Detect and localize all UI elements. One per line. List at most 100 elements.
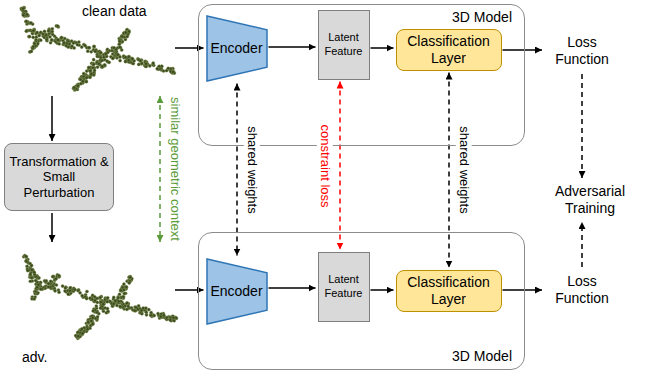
point-dot <box>125 286 128 289</box>
dashed-arrow <box>339 82 341 250</box>
point-dot <box>58 275 61 278</box>
point-dot <box>26 13 29 16</box>
node-label: Loss Function <box>547 273 617 307</box>
point-dot <box>96 315 99 318</box>
point-dot <box>105 297 108 300</box>
point-dot <box>64 286 67 289</box>
encoder-trapezoid <box>207 16 267 81</box>
latent-feature-box: Latent Feature <box>318 252 370 322</box>
point-dot <box>95 304 98 307</box>
edge-label: similar geometric context <box>167 94 183 244</box>
point-dot <box>64 44 67 47</box>
point-dot <box>119 46 122 49</box>
point-dot <box>117 296 120 299</box>
point-dot <box>122 288 125 291</box>
point-dot <box>82 75 85 78</box>
point-dot <box>112 302 115 305</box>
point-dot <box>99 301 102 304</box>
point-dot <box>124 56 127 59</box>
point-dot <box>99 296 102 299</box>
point-dot <box>25 260 28 263</box>
encoder-block: Encoder <box>206 258 268 325</box>
point-dot <box>36 291 39 294</box>
point-dot <box>51 275 54 278</box>
point-dot <box>160 316 163 319</box>
point-dot <box>56 24 59 27</box>
point-dot <box>92 58 95 61</box>
point-dot <box>145 62 148 65</box>
point-dot <box>92 309 95 312</box>
point-dot <box>131 57 134 60</box>
point-dot <box>72 86 75 89</box>
point-dot <box>85 290 88 293</box>
point-dot <box>125 301 128 304</box>
point-dot <box>64 286 67 289</box>
point-dot <box>127 29 130 32</box>
point-dot <box>169 318 172 321</box>
point-dot <box>129 276 132 279</box>
point-dot <box>43 30 46 33</box>
edge-label: constraint loss <box>317 121 333 210</box>
point-dot <box>106 300 109 303</box>
process-box: Transformation & Small Perturbation <box>4 143 114 211</box>
point-dot <box>25 29 28 32</box>
point-dot <box>102 56 105 59</box>
point-dot <box>122 295 125 298</box>
point-dot <box>88 76 91 79</box>
point-dot <box>120 35 123 38</box>
point-dot <box>45 279 48 282</box>
point-dot <box>127 305 130 308</box>
point-dot <box>120 36 123 39</box>
point-dot <box>36 31 39 34</box>
point-dot <box>68 286 71 289</box>
point-dot <box>120 34 123 37</box>
point-dot <box>123 292 126 295</box>
encoder-trapezoid <box>207 259 267 324</box>
classification-box: Classification Layer <box>396 270 502 312</box>
point-dot <box>133 309 136 312</box>
point-dot <box>91 316 94 319</box>
point-dot <box>116 53 119 56</box>
point-dot <box>134 309 137 312</box>
point-dot <box>93 299 96 302</box>
flow-arrow <box>269 46 316 48</box>
point-dot <box>55 283 58 286</box>
point-dot <box>81 332 84 335</box>
point-dot <box>93 69 96 72</box>
point-dot <box>87 66 90 69</box>
point-dot <box>44 34 47 37</box>
node-heading: 3D Model <box>452 9 512 26</box>
point-dot <box>122 282 125 285</box>
point-dot <box>60 36 63 39</box>
point-dot <box>86 321 89 324</box>
point-dot <box>125 302 128 305</box>
point-dot <box>57 25 60 28</box>
node-label: Classification Layer <box>400 274 498 308</box>
point-dot <box>88 297 91 300</box>
point-dot <box>33 271 36 274</box>
point-dot <box>86 328 89 331</box>
point-dot <box>142 307 145 310</box>
flow-arrow <box>503 49 543 51</box>
loss-text: Loss Function <box>544 30 620 72</box>
point-dot <box>88 46 91 49</box>
point-dot <box>57 291 60 294</box>
point-dot <box>85 80 88 83</box>
point-dot <box>112 46 115 49</box>
point-dot <box>80 45 83 48</box>
point-dot <box>128 281 131 284</box>
point-cloud: clean data <box>4 2 174 94</box>
point-dot <box>127 59 130 62</box>
point-dot <box>131 57 134 60</box>
point-dot <box>125 308 128 311</box>
point-dot <box>85 297 88 300</box>
point-dot <box>117 300 120 303</box>
dashed-arrow <box>581 222 583 267</box>
point-dot <box>159 315 162 318</box>
point-dot <box>61 285 64 288</box>
point-dot <box>85 76 88 79</box>
point-dot <box>57 274 60 277</box>
dashed-arrow <box>236 84 238 256</box>
point-dot <box>32 45 35 48</box>
point-dot <box>115 304 118 307</box>
